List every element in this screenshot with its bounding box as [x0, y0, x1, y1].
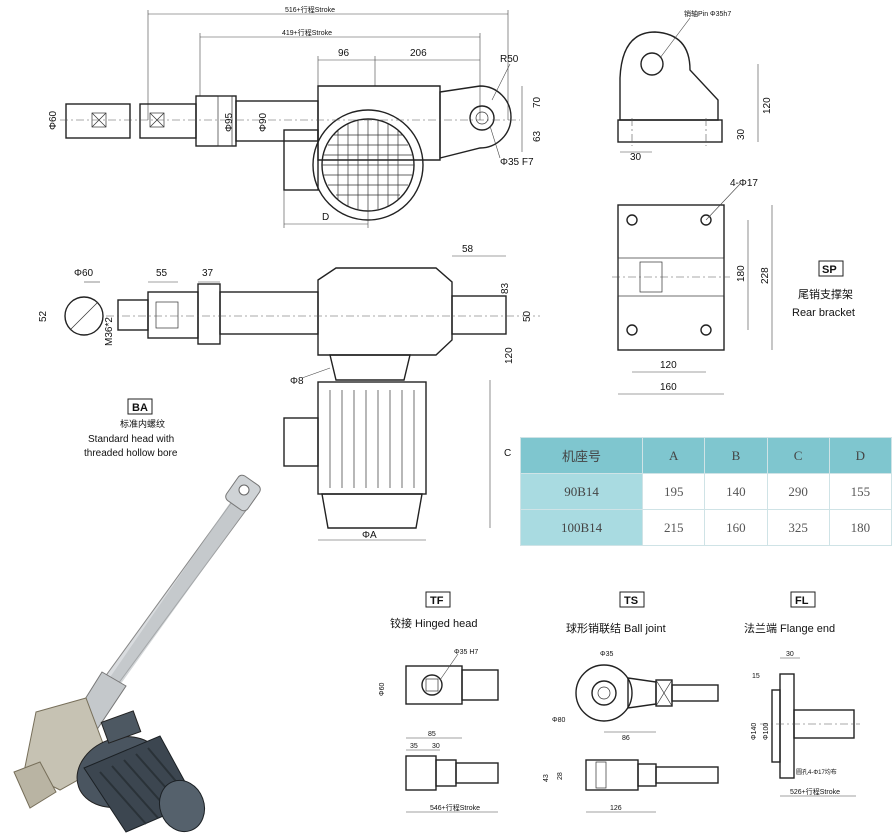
table-row: 90B14 195 140 290 155 — [519, 473, 893, 510]
side-view: Φ60 52 55 37 M36*2 58 83 50 120 Φ8 — [38, 244, 540, 541]
ts-view: TS 球形销联结 Ball joint Φ35 Φ80 86 43 28 126 — [543, 591, 719, 813]
fl-tag: FL — [795, 595, 809, 607]
ba-en2: threaded hollow bore — [84, 448, 178, 459]
ts-phi35: Φ35 — [600, 651, 613, 658]
dim-phiA: ΦA — [362, 530, 377, 541]
fl-holes: 圆孔4-Φ17均布 — [796, 768, 837, 776]
tf-85: 85 — [428, 731, 436, 738]
cell-b: 160 — [704, 509, 768, 546]
tf-view: TF 铰接 Hinged head Φ35 H7 Φ60 85 35 30 54… — [379, 591, 499, 813]
cell-d: 155 — [828, 473, 893, 510]
ts-126: 126 — [610, 805, 622, 812]
top-view: 516+行程Stroke 419+行程Stroke 96 206 Φ60 Φ95… — [48, 5, 543, 228]
fl-stroke: 526+行程Stroke — [790, 787, 840, 796]
sp-180: 180 — [736, 265, 747, 282]
dim-phi8: Φ8 — [290, 376, 304, 387]
spec-table: 机座号 A B C D 90B14 195 140 290 155 100B14… — [519, 437, 893, 546]
dim-58: 58 — [462, 244, 474, 255]
cell-c: 290 — [766, 473, 830, 510]
ts-title: 球形销联结 Ball joint — [566, 621, 666, 635]
table-row: 100B14 215 160 325 180 — [519, 509, 893, 546]
rear-pin-30h: 30 — [630, 152, 642, 163]
col-header-d: D — [828, 437, 893, 474]
dim-phi35f7: Φ35 F7 — [500, 157, 534, 168]
ts-43: 43 — [543, 774, 550, 782]
ts-86: 86 — [622, 735, 630, 742]
col-header-a: A — [642, 437, 706, 474]
dim-overall-stroke: 516+行程Stroke — [285, 5, 335, 14]
tf-30: 30 — [432, 743, 440, 750]
ba-en1: Standard head with — [88, 434, 174, 445]
dim-70: 70 — [532, 96, 543, 108]
cell-b: 140 — [704, 473, 768, 510]
fl-phi100: Φ100 — [763, 723, 770, 740]
ts-28: 28 — [557, 772, 564, 780]
sp-zh: 尾销支撑架 — [798, 287, 853, 301]
ts-phi80: Φ80 — [552, 717, 565, 724]
sp-tag: SP — [822, 264, 837, 276]
rear-pin-120: 120 — [762, 97, 773, 114]
dim-phi95: Φ95 — [224, 112, 235, 132]
sp-160: 160 — [660, 382, 677, 393]
dim-D: D — [322, 212, 329, 223]
fl-30: 30 — [786, 651, 794, 658]
tf-phi35h7: Φ35 H7 — [454, 649, 478, 656]
cell-d: 180 — [828, 509, 893, 546]
dim-63: 63 — [532, 130, 543, 142]
dim-55: 55 — [156, 268, 168, 279]
tf-tag: TF — [430, 595, 444, 607]
ba-tag: BA — [132, 402, 148, 414]
motor-fins — [329, 390, 415, 488]
fl-15: 15 — [752, 673, 760, 680]
cell-a: 215 — [642, 509, 706, 546]
actuator-photo — [13, 474, 261, 833]
dim-m36: M36*2 — [104, 317, 115, 346]
dim-96: 96 — [338, 48, 350, 59]
dim-phi60-side: Φ60 — [74, 268, 94, 279]
sp-120: 120 — [660, 360, 677, 371]
tf-title: 铰接 Hinged head — [390, 616, 477, 630]
sp-holes: 4-Φ17 — [730, 178, 758, 189]
cell-c: 325 — [766, 509, 830, 546]
col-header-model: 机座号 — [519, 437, 644, 474]
motor-fan-grid — [322, 120, 414, 210]
table-header-row: 机座号 A B C D — [519, 437, 893, 474]
col-header-b: B — [704, 437, 768, 474]
dim-phi60-top: Φ60 — [48, 110, 59, 130]
ba-zh: 标准内螺纹 — [120, 418, 165, 429]
dim-83: 83 — [500, 282, 511, 294]
dim-52: 52 — [38, 310, 49, 322]
fl-title: 法兰端 Flange end — [744, 621, 835, 635]
dim-37: 37 — [202, 268, 214, 279]
col-header-c: C — [766, 437, 830, 474]
tf-stroke: 546+行程Stroke — [430, 803, 480, 812]
cell-model: 90B14 — [519, 473, 644, 510]
cell-model: 100B14 — [519, 509, 644, 546]
rear-pin-view: 销轴Pin Φ35h7 120 30 30 — [617, 9, 773, 163]
rear-pin-label: 销轴Pin Φ35h7 — [684, 9, 731, 18]
ts-tag: TS — [624, 595, 638, 607]
sp-228: 228 — [760, 267, 771, 284]
tf-35: 35 — [410, 743, 418, 750]
dim-206: 206 — [410, 48, 427, 59]
dim-C: C — [504, 448, 511, 459]
tf-phi60: Φ60 — [379, 683, 386, 696]
sp-en: Rear bracket — [792, 307, 855, 319]
dim-phi90: Φ90 — [258, 112, 269, 132]
sp-bracket-view: 4-Φ17 180 228 120 160 SP 尾销支撑架 Rear brac… — [612, 178, 855, 395]
fl-phi140: Φ140 — [751, 723, 758, 740]
dim-120-side: 120 — [504, 347, 515, 364]
fl-view: FL 法兰端 Flange end 30 15 Φ140 Φ100 圆孔4-Φ1… — [744, 591, 860, 797]
rear-pin-30v: 30 — [736, 128, 747, 140]
cell-a: 195 — [642, 473, 706, 510]
ba-label: BA 标准内螺纹 Standard head with threaded hol… — [84, 398, 178, 459]
dim-stroke-419: 419+行程Stroke — [282, 28, 332, 37]
dim-r50: R50 — [500, 54, 519, 65]
